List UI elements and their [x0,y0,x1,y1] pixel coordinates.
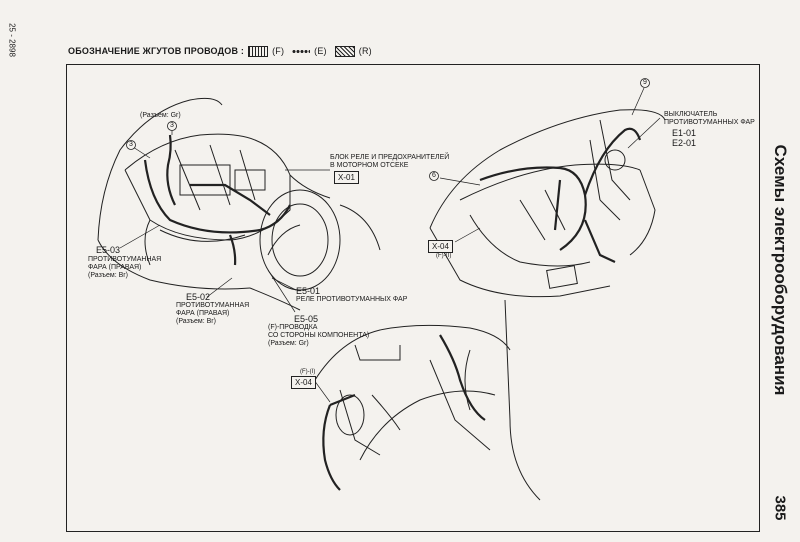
legend-title: ОБОЗНАЧЕНИЕ ЖГУТОВ ПРОВОДОВ : [68,46,245,56]
page-number: 385 [771,495,789,521]
e5-03-desc1: ПРОТИВОТУМАННАЯ [88,256,162,263]
e5-02-desc3: (Разъем: Br) [176,318,216,325]
relay-block-line2: В МОТОРНОМ ОТСЕКЕ [330,162,409,169]
e5-05-desc1: (F)-ПРОВОДКА [268,324,318,331]
e5-02-desc1: ПРОТИВОТУМАННАЯ [176,302,250,309]
fog-switch-line1: ВЫКЛЮЧАТЕЛЬ [664,111,718,118]
relay-block-line1: БЛОК РЕЛЕ И ПРЕДОХРАНИТЕЛЕЙ [330,154,450,161]
legend-swatch-r [334,45,355,57]
section-title: Схемы электрооборудования [771,144,790,396]
x01-box: X-01 [334,171,359,184]
diagram-frame [66,64,760,532]
e2-01-code: E2-01 [672,138,697,148]
dashboard-drawing [429,109,666,298]
x04-bottom-sub: (F)-(I) [300,369,316,375]
x04-box-bottom: X-04 [291,376,316,389]
callout-3b: 3 [129,141,133,148]
callout-circle-6 [429,171,439,181]
e5-03-desc3: (Разъем: Br) [88,272,128,279]
callout-circle-9 [640,78,650,88]
e5-05-desc3: (Разъем: Gr) [268,340,309,347]
e5-05-desc2: СО СТОРОНЫ КОМПОНЕНТА) [268,332,370,339]
engine-harness [143,134,291,266]
callout-9: 9 [643,79,647,86]
legend-code-e: (E) [314,46,327,56]
e1-01-code: E1-01 [672,128,697,138]
callout-3a: 3 [170,122,174,129]
interior-drawing [314,299,541,501]
e5-02-desc2: ФАРА (ПРАВАЯ) [176,310,230,317]
e5-03-desc2: ФАРА (ПРАВАЯ) [88,264,142,271]
callout-circle-3b [126,140,136,150]
leader-lines [119,87,661,403]
e5-02-code: E5-02 [186,292,211,302]
e5-01-desc1: РЕЛЕ ПРОТИВОТУМАННЫХ ФАР [296,296,408,303]
legend-code-f: (F) [272,46,285,56]
fog-switch-line2: ПРОТИВОТУМАННЫХ ФАР [664,119,755,126]
callout-6: 6 [432,172,436,179]
e5-01-code: E5-01 [296,286,321,296]
e5-05-code: E5-05 [294,314,319,324]
x04-box-top: X-04 [428,240,453,253]
engine-bay-drawing [97,97,381,311]
connector-gr-label: (Разъем: Gr) [140,112,181,119]
interior-harness [322,334,486,491]
harness-legend: ОБОЗНАЧЕНИЕ ЖГУТОВ ПРОВОДОВ : (F) (E) (R… [68,44,376,58]
legend-code-r: (R) [358,46,372,56]
x04-top-sub: (F)-(I) [436,253,452,259]
callout-circle-3a [167,121,177,131]
legend-swatch-f [248,45,269,57]
e5-03-code: E5-03 [96,245,121,255]
legend-swatch-e [292,46,311,56]
dashboard-harness [479,127,642,263]
